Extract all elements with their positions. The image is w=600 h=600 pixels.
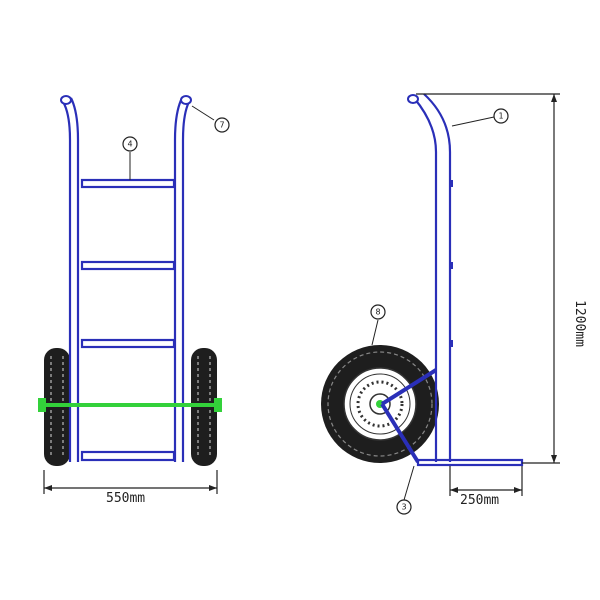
- front-view: 4 7 550mm: [38, 95, 230, 506]
- strut-lower: [380, 402, 420, 464]
- side-handle-grip: [407, 94, 419, 104]
- front-right-handle-grip: [180, 95, 192, 105]
- callout-8-label: 8: [375, 308, 380, 317]
- crossbar-1: [80, 178, 176, 189]
- crossbar-bottom: [80, 450, 176, 462]
- callout-8: [370, 304, 386, 320]
- side-view: 1 8 3 1200mm 250mm: [321, 93, 587, 515]
- crossbar-3: [80, 338, 176, 349]
- axle-cap-right: [214, 398, 222, 412]
- callout-7-label: 7: [219, 121, 224, 130]
- callout-3-label: 3: [401, 503, 406, 512]
- front-right-upright-inner: [173, 97, 183, 462]
- width-dimension-label: 550mm: [106, 491, 145, 506]
- crossbar-2: [80, 260, 176, 271]
- toe-plate: [416, 458, 524, 467]
- strut-upper: [380, 368, 438, 406]
- height-dimension-label: 1200mm: [572, 300, 587, 347]
- side-upright-front: [423, 93, 452, 462]
- axle-cap-left: [38, 398, 46, 412]
- toe-plate-dimension-label: 250mm: [460, 493, 499, 508]
- side-wheel: [321, 345, 439, 463]
- callout-7: [214, 117, 230, 133]
- callout-3: [396, 499, 412, 515]
- callout-4: [122, 136, 138, 152]
- side-upright-back: [413, 97, 438, 462]
- callout-1: [493, 108, 509, 124]
- front-left-upright-inner: [70, 97, 80, 462]
- front-left-handle-grip: [60, 95, 72, 105]
- callout-4-label: 4: [127, 140, 132, 149]
- front-right-upright: [181, 99, 191, 462]
- callout-1-label: 1: [498, 112, 503, 121]
